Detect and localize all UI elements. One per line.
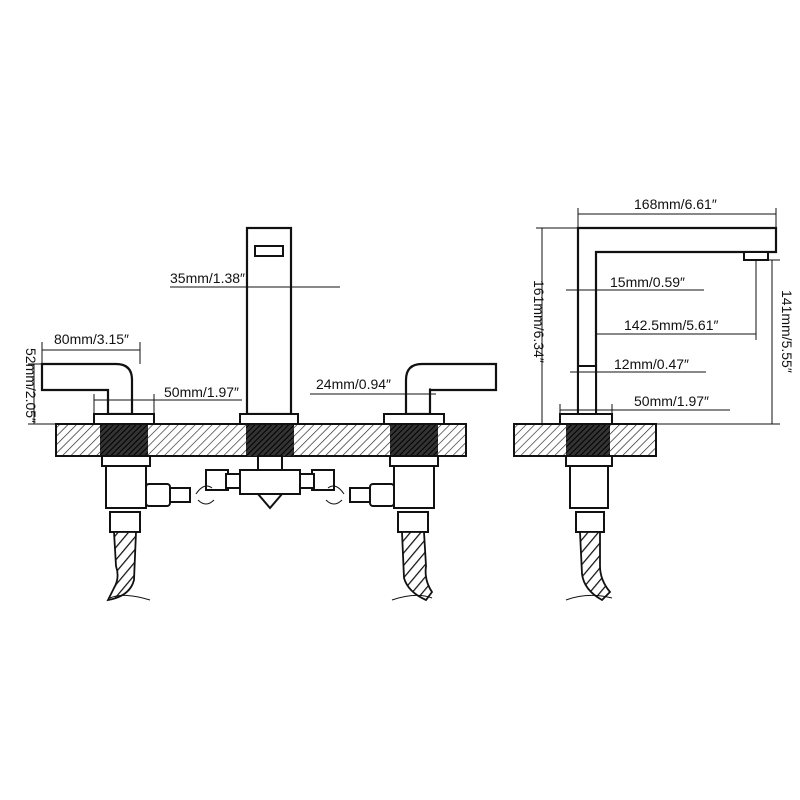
valve-nut-side (565, 455, 613, 467)
tee-tip (255, 493, 285, 510)
tee-stem (257, 455, 283, 471)
fitting-left-a (145, 483, 171, 507)
label-spout-thickness: 15mm/0.59″ (610, 274, 685, 290)
shank-right (390, 424, 438, 456)
supply-hose-left (106, 531, 137, 602)
valve-nut-left (101, 455, 151, 467)
shank-left (100, 424, 148, 456)
spout-outlet (254, 245, 284, 257)
label-handle-stem: 24mm/0.94″ (316, 376, 391, 392)
side-spout-base (559, 413, 613, 425)
handle-left-base (93, 413, 155, 425)
label-clearance: 141mm/5.55″ (779, 290, 795, 373)
hose-end-right (391, 594, 433, 601)
fitting-center-left-b (225, 473, 241, 489)
label-spout-width: 35mm/1.38″ (170, 270, 245, 286)
fitting-right-b (349, 487, 371, 503)
connect-arrow-right (327, 485, 345, 495)
hose-nut-side (575, 511, 605, 533)
body-insert (577, 365, 597, 415)
label-aerator: 12mm/0.47″ (614, 356, 689, 372)
hose-nut-left (109, 511, 141, 533)
handle-right-base (383, 413, 445, 425)
label-base-front: 50mm/1.97″ (164, 384, 239, 400)
label-spout-reach: 168mm/6.61″ (634, 196, 717, 212)
hose-end-side (565, 594, 613, 601)
label-handle-height: 52mm/2.05″ (23, 348, 39, 423)
shank-center (246, 424, 294, 456)
fitting-left-b (169, 487, 191, 503)
front-view: 35mm/1.38″ 80mm/3.15″ 52mm/2.05″ 50mm/1.… (23, 226, 498, 602)
label-spout-projection: 142.5mm/5.61″ (624, 317, 718, 333)
hose-end-left (109, 594, 151, 601)
aerator-side (743, 251, 769, 261)
spout-body-front (245, 226, 293, 416)
handle-left (40, 362, 134, 416)
shank-side (566, 424, 610, 456)
fitting-center-right-b (299, 473, 315, 489)
hose-nut-right (397, 511, 429, 533)
handle-right (404, 362, 498, 416)
supply-hose-side (579, 531, 612, 602)
label-handle-length: 80mm/3.15″ (54, 331, 129, 347)
side-view: 168mm/6.61″ 161mm/6.34″ 141mm/5.55″ 15mm… (513, 196, 795, 602)
label-base-side: 50mm/1.97″ (634, 393, 709, 409)
spout-base (239, 413, 299, 425)
tee-body (239, 469, 301, 495)
connect-arrow-left (195, 485, 213, 495)
supply-hose-right (401, 531, 434, 602)
connect-arrow-left-2 (197, 499, 215, 505)
connect-arrow-right-2 (325, 499, 343, 505)
valve-nut-right (389, 455, 439, 467)
fitting-right-a (369, 483, 395, 507)
label-total-height: 161mm/6.34″ (531, 280, 547, 363)
